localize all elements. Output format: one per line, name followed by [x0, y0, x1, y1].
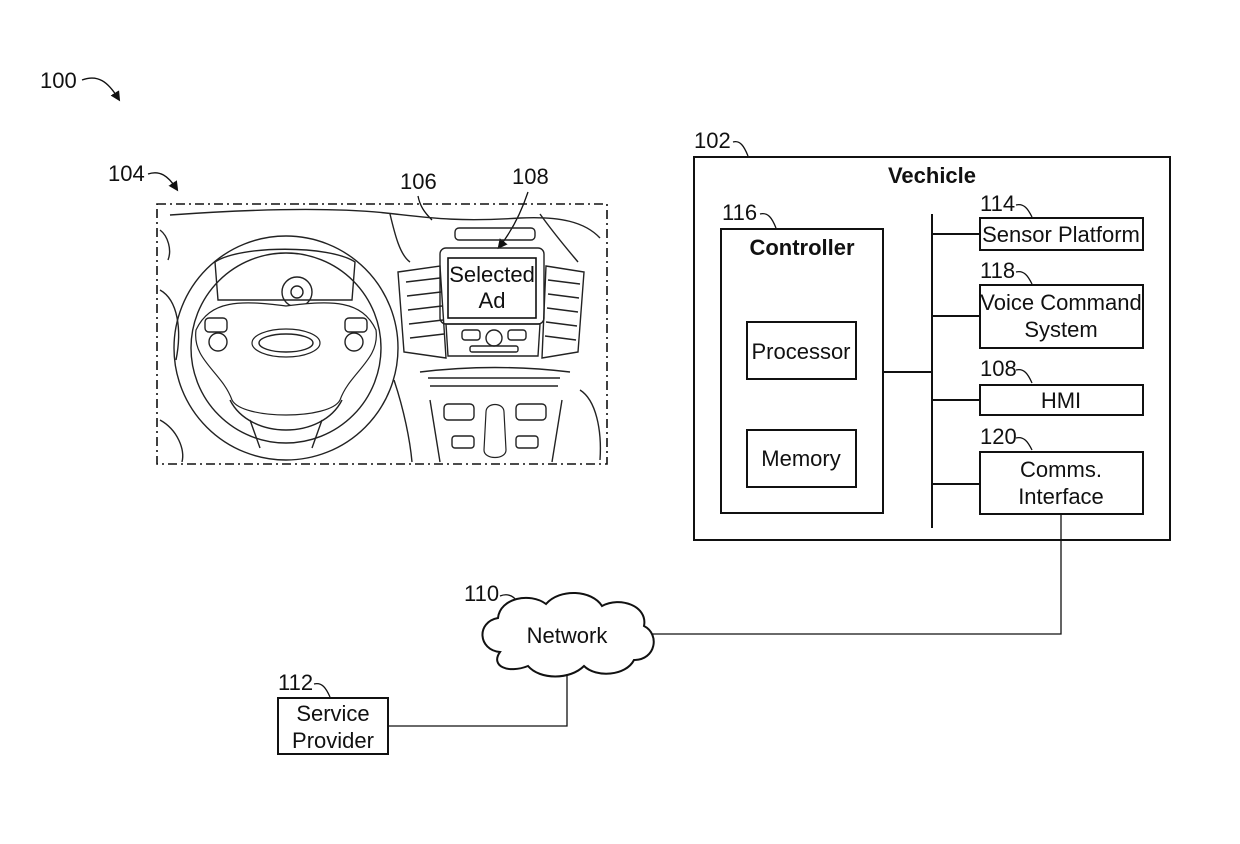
network-to-provider-link — [388, 674, 568, 727]
comms-interface-line2: Interface — [1018, 484, 1104, 509]
network-cloud — [481, 591, 655, 678]
hmi-ref-label: 108 — [980, 356, 1017, 381]
voice-ref-leader — [1015, 270, 1033, 285]
dashboard-illustration — [156, 203, 608, 465]
vehicle-ref-leader — [732, 140, 749, 157]
sensor-platform-box — [979, 217, 1144, 251]
hmi-label: HMI — [1041, 388, 1081, 413]
sensor-ref-leader — [1015, 203, 1033, 218]
comms-interface-box — [979, 451, 1144, 515]
comms-ref-leader — [1015, 436, 1033, 451]
dashboard-ref-label: 104 — [108, 161, 145, 186]
processor-label: Processor — [751, 339, 850, 364]
hmi-ref-leader — [1015, 368, 1033, 384]
memory-label: Memory — [761, 446, 840, 471]
network-to-comms-link — [652, 514, 1062, 635]
sensor-platform-label: Sensor Platform — [982, 222, 1140, 247]
provider-ref-label: 112 — [278, 670, 313, 695]
comms-interface-line1: Comms. — [1020, 457, 1102, 482]
vehicle-title: Vechicle — [888, 163, 976, 188]
hmi-box — [979, 384, 1144, 416]
network-label: Network — [527, 623, 609, 648]
service-provider-line2: Provider — [292, 728, 374, 753]
controller-ref-leader — [759, 212, 777, 229]
controller-title: Controller — [749, 235, 855, 260]
voice-command-line2: System — [1024, 317, 1097, 342]
comms-ref-label: 120 — [980, 424, 1017, 449]
vehicle-ref-label: 102 — [694, 128, 731, 153]
network-ref-label: 110 — [464, 581, 499, 606]
windshield-ref-label: 106 — [400, 169, 437, 194]
memory-box — [746, 429, 857, 488]
provider-ref-leader — [313, 682, 331, 698]
figure-ref-label: 100 — [40, 68, 77, 93]
dashboard-ref-arrow — [147, 172, 179, 192]
screen-text-selected: Selected — [449, 262, 535, 287]
hmi-ref-arrow — [497, 191, 529, 250]
controller-ref-label: 116 — [722, 200, 757, 225]
figure-ref-arrow — [81, 77, 121, 102]
screen-text-ad: Ad — [479, 288, 506, 313]
voice-command-box — [979, 284, 1144, 349]
hmi-screen — [447, 257, 537, 319]
service-provider-line1: Service — [296, 701, 369, 726]
sensor-ref-label: 114 — [980, 191, 1015, 216]
voice-ref-label: 118 — [980, 258, 1015, 283]
voice-command-line1: Voice Command — [980, 290, 1141, 315]
processor-box — [746, 321, 857, 380]
hmi-ref-label-dashboard: 108 — [512, 164, 549, 189]
service-provider-box — [277, 697, 389, 755]
